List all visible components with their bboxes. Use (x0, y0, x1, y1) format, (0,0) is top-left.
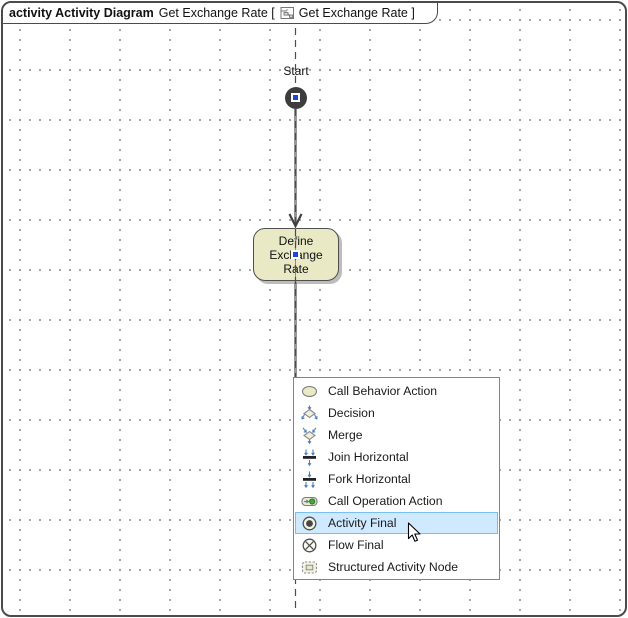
menu-item-call-operation-action[interactable]: Call Operation Action (295, 490, 498, 512)
menu-item-call-behavior-action[interactable]: Call Behavior Action (295, 380, 498, 402)
menu-item-label: Fork Horizontal (328, 472, 411, 486)
menu-item-label: Flow Final (328, 538, 384, 552)
arrowhead (288, 213, 303, 229)
initial-node-label: Start (283, 64, 309, 78)
structured-activity-node-icon (301, 559, 318, 576)
diagram-kind-label: activity Activity Diagram (9, 6, 154, 20)
selection-handle[interactable] (291, 250, 300, 259)
menu-item-structured-activity-node[interactable]: Structured Activity Node (295, 556, 498, 578)
menu-item-label: Structured Activity Node (328, 560, 459, 574)
menu-item-label: Decision (328, 406, 375, 420)
menu-item-label: Call Behavior Action (328, 384, 438, 398)
menu-item-decision[interactable]: Decision (295, 402, 498, 424)
menu-item-merge[interactable]: Merge (295, 424, 498, 446)
activity-diagram-icon (280, 7, 294, 19)
call-operation-action-icon (301, 493, 318, 510)
diagram-frame-tab: activity Activity Diagram Get Exchange R… (3, 3, 438, 24)
call-behavior-action-icon (301, 383, 318, 400)
menu-item-label: Merge (328, 428, 363, 442)
merge-icon (301, 426, 318, 444)
selection-handle[interactable] (291, 93, 300, 102)
decision-icon (301, 405, 318, 422)
menu-item-flow-final[interactable]: Flow Final (295, 534, 498, 556)
fork-horizontal-icon (301, 471, 318, 488)
menu-item-activity-final[interactable]: Activity Final (295, 512, 498, 534)
element-type-context-menu: Call Behavior Action Decision (293, 377, 500, 580)
diagram-context-label: Get Exchange Rate ] (298, 6, 415, 20)
mouse-cursor (407, 522, 421, 542)
join-horizontal-icon (301, 449, 318, 466)
diagram-name-label: Get Exchange Rate [ (158, 6, 275, 20)
flow-final-icon (301, 537, 318, 554)
activity-final-icon (301, 515, 318, 532)
menu-item-label: Activity Final (328, 516, 397, 530)
menu-item-fork-horizontal[interactable]: Fork Horizontal (295, 468, 498, 490)
menu-item-label: Call Operation Action (328, 494, 443, 508)
menu-item-join-horizontal[interactable]: Join Horizontal (295, 446, 498, 468)
menu-item-label: Join Horizontal (328, 450, 409, 464)
initial-node[interactable] (285, 87, 307, 109)
